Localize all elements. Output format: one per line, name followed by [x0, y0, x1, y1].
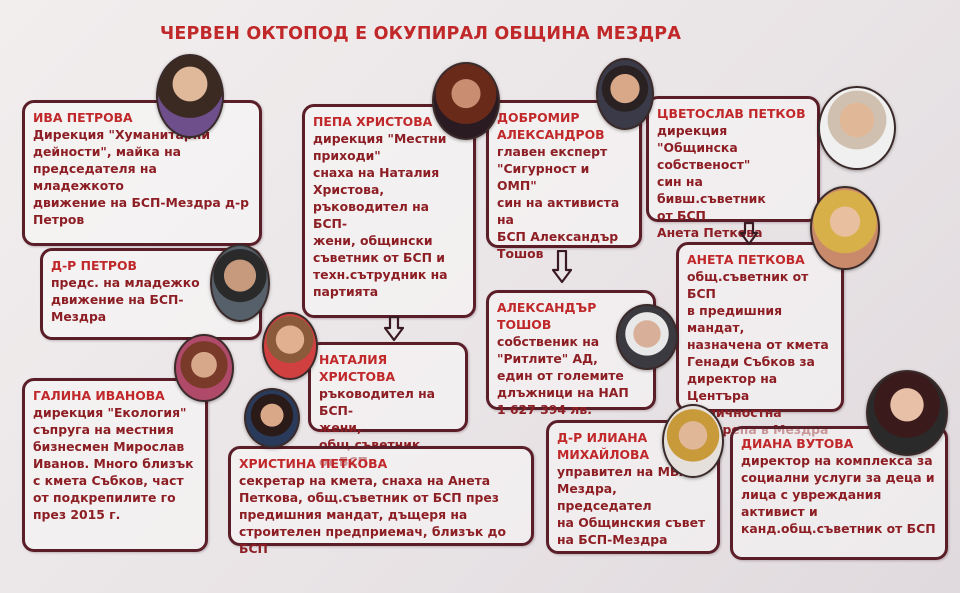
portrait-photo [174, 334, 234, 402]
portrait-photo [810, 186, 880, 270]
card-name: ДОБРОМИР АЛЕКСАНДРОВ [497, 110, 605, 142]
card-name: ДИАНА ВУТОВА [741, 436, 854, 451]
card-name: АЛЕКСАНДЪР ТОШОВ [497, 300, 597, 332]
portrait-photo [616, 304, 678, 370]
card-tsvetoslav-petkov: ЦВЕТОСЛАВ ПЕТКОВ дирекция "Общинска собс… [646, 96, 820, 240]
diagram-title: ЧЕРВЕН ОКТОПОД Е ОКУПИРАЛ ОБЩИНА МЕЗДРА [160, 24, 682, 44]
arrow-down-icon [740, 222, 758, 246]
card-name: ХРИСТИНА ПЕТКОВА [239, 456, 388, 471]
arrow-down-icon [552, 250, 572, 284]
portrait-photo [156, 54, 224, 138]
portrait-photo [210, 244, 270, 322]
portrait-photo [262, 312, 318, 380]
card-description: директор на комплекса за социални услуги… [741, 453, 936, 536]
card-description: предс. на младежко движение на БСП- Мезд… [51, 275, 200, 324]
card-name: Д-Р ИЛИАНА МИХАЙЛОВА [557, 430, 650, 462]
portrait-photo [244, 388, 300, 448]
card-description: главен експерт "Сигурност и ОМП" син на … [497, 144, 620, 261]
portrait-photo [432, 62, 500, 140]
card-description: дирекция "Местни приходи" снаха на Натал… [313, 131, 448, 299]
card-name: ИВА ПЕТРОВА [33, 110, 133, 125]
card-pepa-hristova: ПЕПА ХРИСТОВА дирекция "Местни приходи" … [302, 104, 476, 318]
card-name: ГАЛИНА ИВАНОВА [33, 388, 165, 403]
card-description: дирекция "Екология" съпруга на местния б… [33, 405, 194, 522]
card-name: Д-Р ПЕТРОВ [51, 258, 137, 273]
portrait-photo [818, 86, 896, 170]
card-name: ЦВЕТОСЛАВ ПЕТКОВ [657, 106, 806, 121]
arrow-down-icon [384, 316, 404, 342]
card-name: АНЕТА ПЕТКОВА [687, 252, 805, 267]
card-diana-vutova: ДИАНА ВУТОВА директор на комплекса за со… [730, 426, 948, 560]
card-description: секретар на кмета, снаха на Анета Петков… [239, 473, 507, 556]
card-iva-petrova: ИВА ПЕТРОВА Дирекция "Хуманитарни дейнос… [22, 100, 262, 246]
card-nataliya-hristova: НАТАЛИЯ ХРИСТОВА ръководител на БСП- жен… [308, 342, 468, 469]
portrait-photo [866, 370, 948, 456]
portrait-photo [662, 404, 724, 478]
card-name: ПЕПА ХРИСТОВА [313, 114, 433, 129]
card-aneta-petkova: АНЕТА ПЕТКОВА общ.съветник от БСП в пред… [676, 242, 844, 437]
portrait-photo [596, 58, 654, 130]
card-description: Дирекция "Хуманитарни дейности", майка н… [33, 127, 250, 227]
card-hristina-petkova: ХРИСТИНА ПЕТКОВА секретар на кмета, снах… [228, 446, 534, 556]
card-galina-ivanova: ГАЛИНА ИВАНОВА дирекция "Екология" съпру… [22, 378, 208, 552]
card-description: собственик на "Ритлите" АД, един от голе… [497, 334, 629, 417]
card-name: НАТАЛИЯ ХРИСТОВА [319, 352, 396, 384]
card-description: дирекция "Общинска собственост" син на б… [657, 123, 766, 240]
